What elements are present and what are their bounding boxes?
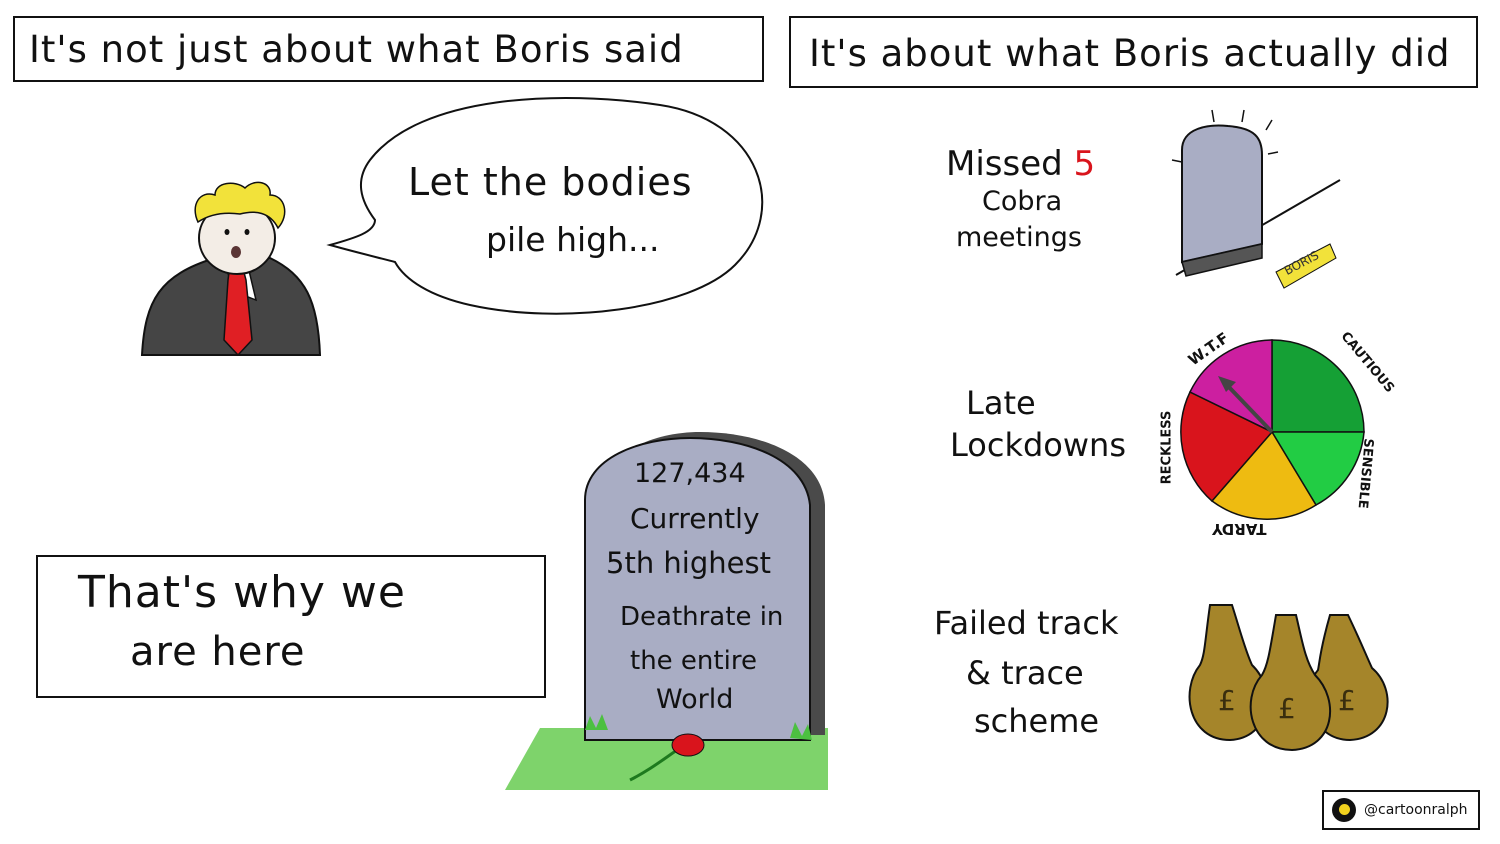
gravestone-line: Deathrate in bbox=[620, 602, 784, 632]
speech-bubble bbox=[326, 96, 764, 315]
pound-symbol: £ bbox=[1278, 692, 1296, 725]
credit-text: @cartoonralph bbox=[1364, 802, 1468, 818]
gravestone-line: the entire bbox=[630, 646, 757, 676]
item-missed-line: Cobra bbox=[982, 186, 1063, 217]
rose bbox=[671, 733, 705, 757]
gravestone-line: Currently bbox=[630, 502, 760, 535]
gravestone-line: World bbox=[656, 684, 734, 715]
left-header-box: It's not just about what Boris said bbox=[13, 16, 764, 82]
callout-box: That's why we are here bbox=[36, 555, 546, 698]
callout-line-2: are here bbox=[130, 629, 306, 675]
item-missed: Missed 5 bbox=[946, 144, 1095, 184]
gravestone-line: 5th highest bbox=[606, 546, 771, 580]
item-failed-line: & trace bbox=[966, 654, 1084, 692]
boris-nameplate bbox=[1275, 243, 1337, 289]
dial-label-tardy: TARDY bbox=[1212, 520, 1267, 538]
speech-line-2: pile high... bbox=[486, 220, 660, 259]
pound-symbol: £ bbox=[1218, 684, 1236, 717]
gravestone-line: 127,434 bbox=[634, 458, 746, 489]
pound-symbol: £ bbox=[1338, 684, 1356, 717]
bird-icon bbox=[1332, 798, 1356, 822]
empty-chair bbox=[1171, 109, 1341, 289]
item-late-line: Lockdowns bbox=[950, 426, 1126, 464]
item-missed-line: meetings bbox=[956, 222, 1082, 253]
dial-label-reckless: RECKLESS bbox=[1159, 410, 1175, 485]
right-header-text: It's about what Boris actually did bbox=[809, 32, 1451, 75]
right-header-box: It's about what Boris actually did bbox=[789, 16, 1478, 88]
callout-line-1: That's why we bbox=[78, 567, 406, 618]
item-missed-prefix: Missed bbox=[946, 144, 1063, 184]
item-late-line: Late bbox=[966, 384, 1036, 422]
money-bags bbox=[1188, 604, 1389, 752]
credit-badge: @cartoonralph bbox=[1322, 790, 1480, 830]
speech-line-1: Let the bodies bbox=[408, 160, 693, 204]
item-failed-line: Failed track bbox=[934, 604, 1119, 642]
item-missed-number: 5 bbox=[1073, 144, 1096, 184]
gravestone bbox=[505, 432, 828, 790]
lockdown-dial bbox=[1180, 339, 1365, 520]
boris-figure bbox=[140, 181, 322, 357]
item-failed-line: scheme bbox=[974, 702, 1100, 740]
left-header-text: It's not just about what Boris said bbox=[29, 28, 684, 71]
